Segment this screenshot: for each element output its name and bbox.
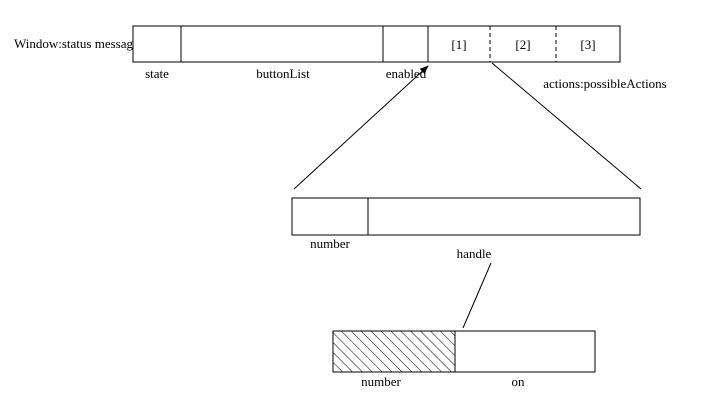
slot-1-label: [1] (451, 37, 466, 52)
action-record-box (291, 197, 641, 236)
slot-3-label: [3] (580, 37, 595, 52)
slot-2-label: [2] (515, 37, 530, 52)
handle-record: number on (332, 330, 596, 389)
window-record-title: Window:status message (14, 36, 139, 51)
field-label-handle-number: number (361, 374, 401, 389)
handle-pointer-line (462, 262, 492, 329)
handle-record-on-cell (454, 330, 596, 373)
field-label-number: number (310, 236, 350, 251)
field-label-state: state (145, 66, 169, 81)
field-label-enabled: enabled (386, 66, 427, 81)
field-label-buttonlist: buttonList (256, 66, 310, 81)
pointer-line-right (491, 62, 642, 190)
window-record: Window:status message [1] [2] [3] state … (14, 25, 667, 91)
field-label-handle: handle (457, 246, 492, 261)
pointer-line-left (293, 65, 429, 190)
field-label-on: on (512, 374, 526, 389)
handle-record-number-cell-hatched (332, 330, 456, 373)
field-label-actions: actions:possibleActions (543, 76, 667, 91)
action-record: number handle (291, 197, 641, 261)
window-record-box (132, 25, 621, 63)
